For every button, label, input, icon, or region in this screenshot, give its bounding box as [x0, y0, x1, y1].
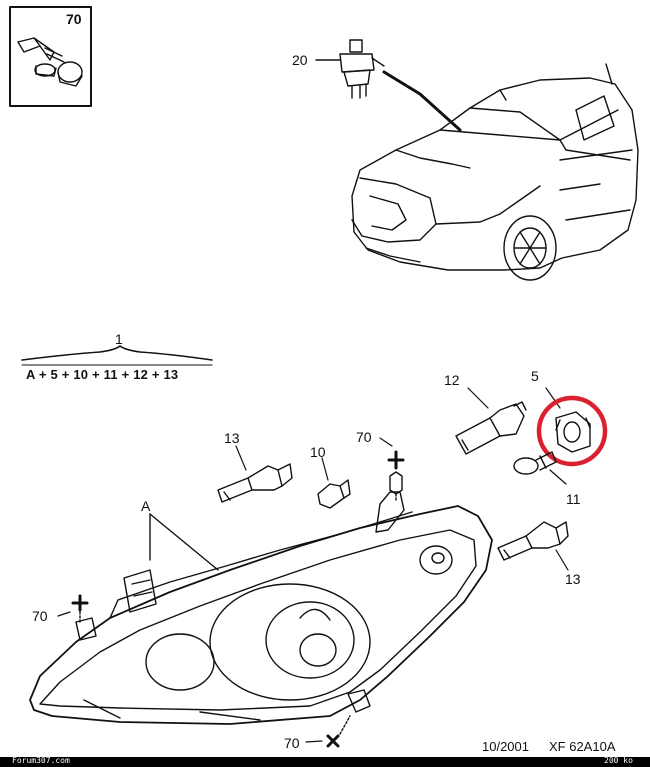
callout-5-label: 5: [531, 368, 539, 384]
bulb-13-right-drawing: [497, 521, 569, 571]
callout-70-top-label: 70: [356, 429, 372, 445]
callout-70-left-label: 70: [32, 608, 48, 624]
headlamp-housing-drawing: [29, 491, 493, 725]
footer-date: 10/2001: [482, 739, 529, 754]
screw-70-inset-drawing: [17, 37, 83, 87]
bulb-13-left-drawing: [217, 445, 293, 503]
callout-a-leaders: [149, 513, 219, 571]
footer-bar: [0, 757, 650, 767]
callout-13-right-label: 13: [565, 571, 581, 587]
socket-5-drawing: [545, 387, 591, 453]
screw-70-left-drawing: [57, 594, 89, 623]
footer-reference: XF 62A10A: [549, 739, 616, 754]
footer-size: 200 ko: [604, 756, 633, 765]
callout-1-label: 1: [115, 331, 123, 347]
callout-70-bottom-label: 70: [284, 735, 300, 751]
callout-20-label: 20: [292, 52, 308, 68]
bulb-10-drawing: [317, 457, 351, 509]
assembly-bracket: [21, 345, 213, 366]
highlight-circle: [536, 395, 608, 467]
car-silhouette: [351, 63, 639, 281]
screw-70-bottom-drawing: [305, 715, 351, 748]
assembly-formula-label: A + 5 + 10 + 11 + 12 + 13: [26, 367, 179, 382]
screw-70-top-drawing: [379, 437, 405, 501]
callout-13-left-label: 13: [224, 430, 240, 446]
bulb-12-drawing: [455, 387, 527, 455]
footer-watermark: Forum307.com: [12, 756, 70, 765]
callout-a-label: A: [141, 498, 151, 514]
callout-10-label: 10: [310, 444, 326, 460]
brake-switch-20-drawing: [315, 39, 462, 132]
callout-12-label: 12: [444, 372, 460, 388]
screw-inset-box: [9, 6, 92, 107]
callout-11-label: 11: [566, 491, 581, 507]
bulb-11-drawing: [513, 451, 567, 485]
inset-callout-label: 70: [66, 11, 82, 27]
